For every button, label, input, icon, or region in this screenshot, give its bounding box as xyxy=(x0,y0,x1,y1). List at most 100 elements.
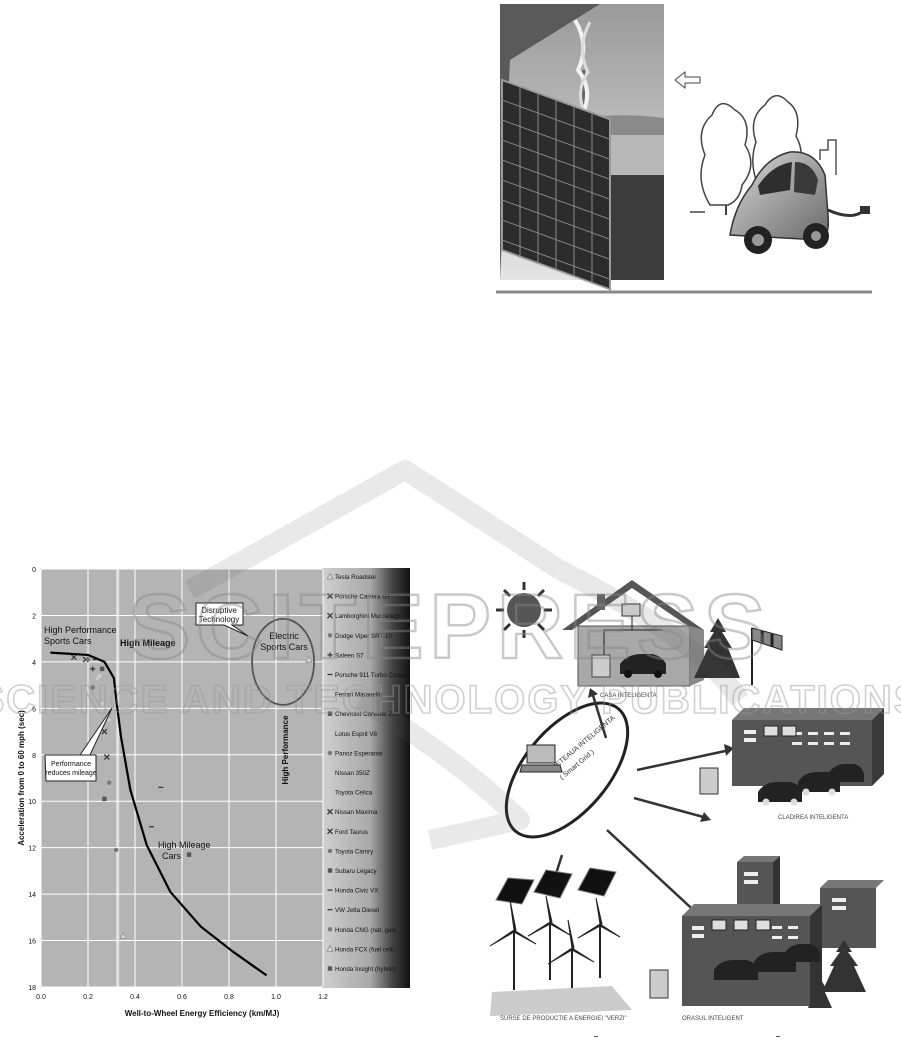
smart-grid-network: RETEAUA INTELIGENTA ( Smart Grid ) xyxy=(504,701,630,839)
smart-city-icon xyxy=(649,856,884,1008)
data-point xyxy=(106,780,112,785)
data-point xyxy=(102,796,107,802)
legend-label: Saleen S7 xyxy=(335,652,364,659)
data-point xyxy=(70,654,77,661)
annotation-high-mileage-cars-line2: Cars xyxy=(162,851,182,861)
x-tick-label: 1.0 xyxy=(271,994,281,1001)
annotation-high-perf-line2: Sports Cars xyxy=(44,636,92,646)
solar-panels-icon xyxy=(495,867,617,905)
y-tick-label: 16 xyxy=(28,939,36,946)
legend-label: VW Jetta Diesel xyxy=(335,907,379,914)
data-point xyxy=(97,674,102,678)
data-point xyxy=(100,701,104,706)
legend-marker xyxy=(327,848,333,854)
performance-callout xyxy=(44,754,97,782)
y-tick-label: 12 xyxy=(28,846,36,853)
legend-marker xyxy=(327,593,333,600)
data-point xyxy=(305,655,313,663)
legend-marker xyxy=(327,633,333,638)
x-tick-label: 0.0 xyxy=(36,994,46,1001)
legend-marker xyxy=(327,612,333,619)
legend-marker xyxy=(327,711,333,716)
annotation-disruptive-line1: Disruptive xyxy=(201,606,237,615)
annotation-disruptive-line2: Technology xyxy=(199,615,239,624)
legend-label: Ford Taurus xyxy=(335,829,368,836)
smart-building-icon xyxy=(699,708,884,806)
annotation-performance-line1: Performance xyxy=(51,761,91,768)
data-point xyxy=(85,657,91,662)
legend-marker xyxy=(327,652,333,658)
data-point xyxy=(90,685,95,690)
data-point xyxy=(99,666,105,672)
legend-label: Tesla Roadster xyxy=(335,574,376,581)
annotation-high-performance-vertical: High Performance xyxy=(281,715,290,784)
electric-cars-ellipse xyxy=(251,617,315,706)
data-point xyxy=(103,754,110,761)
legend-marker xyxy=(327,868,333,873)
y-axis-label: Acceleration from 0 to 60 mph (sec) xyxy=(17,710,26,846)
legend-label: Ferrari Maranello xyxy=(335,692,383,699)
legend-label: Subaru Legacy xyxy=(335,868,378,875)
legend-marker xyxy=(327,828,333,835)
x-tick-label: 1.2 xyxy=(318,994,328,1001)
x-tick-label: 0.6 xyxy=(177,994,187,1001)
legend-label: Panoz Esperante xyxy=(335,750,383,757)
footnote-mark-1 xyxy=(594,1036,598,1037)
y-tick-label: 18 xyxy=(28,985,36,992)
smart-house-icon xyxy=(562,580,704,687)
legend-marker xyxy=(326,944,334,952)
legend-label: Chevrolet Corvette Z06 xyxy=(335,711,400,718)
legend-marker xyxy=(328,790,332,794)
legend-marker xyxy=(327,808,333,815)
data-point xyxy=(186,852,192,857)
trend-curve xyxy=(50,651,268,977)
legend-label: Honda FCX (fuel cell) xyxy=(335,946,394,953)
sun-icon xyxy=(496,582,552,638)
y-tick-label: 6 xyxy=(32,706,36,713)
y-tick-label: 10 xyxy=(28,799,36,806)
legend-marker xyxy=(328,731,332,736)
y-tick-label: 8 xyxy=(32,753,36,760)
performance-callout-pointer xyxy=(79,707,113,756)
surse-label: SURSE DE PRODUCTIE A ENERGIEI "VERZI" xyxy=(500,1016,627,1022)
legend-marker xyxy=(327,750,333,756)
data-point xyxy=(95,676,100,680)
data-point xyxy=(90,666,96,672)
data-point xyxy=(107,718,111,722)
cladirea-label: CLADIREA INTELIGENTA xyxy=(778,815,848,821)
y-tick-label: 4 xyxy=(32,660,36,667)
data-point xyxy=(119,931,128,939)
smart-grid-diagram: CASA INTELIGENTA RETEAUA INTELIGENTA ( S… xyxy=(482,560,892,1030)
windsock-icon xyxy=(751,627,783,685)
legend-marker xyxy=(327,966,333,971)
annotation-electric-line1: Electric xyxy=(269,631,299,641)
data-point xyxy=(114,847,119,853)
legend-marker xyxy=(328,770,332,775)
legend-label: Honda Insight (hybrid) xyxy=(335,966,396,973)
annotation-electric-line2: Sports Cars xyxy=(260,642,308,652)
legend-label: Lotus Esprit V8 xyxy=(335,731,378,738)
y-tick-label: 14 xyxy=(28,892,36,899)
legend-label: Honda CNG (nat. gas) xyxy=(335,927,397,934)
x-tick-label: 0.8 xyxy=(224,994,234,1001)
annotation-high-mileage-cars-line1: High Mileage xyxy=(158,840,211,850)
legend-box xyxy=(322,568,410,988)
disruptive-callout xyxy=(195,602,249,637)
y-tick-label: 2 xyxy=(32,613,36,620)
annotation-high-perf-line1: High Performance xyxy=(44,625,117,635)
laptop-icon xyxy=(519,744,563,773)
x-tick-label: 0.4 xyxy=(130,994,140,1001)
data-point xyxy=(101,728,108,735)
solar-ev-illustration xyxy=(490,0,880,300)
wind-farm-icon xyxy=(489,895,632,1016)
tree-icon xyxy=(694,618,740,678)
legend-marker xyxy=(326,572,334,580)
annotation-high-mileage: High Mileage xyxy=(120,638,176,648)
legend-label: Porsche 911 Turbo Coupe xyxy=(335,672,407,679)
y-tick-label: 0 xyxy=(32,567,36,574)
legend-marker xyxy=(328,692,332,696)
annotation-performance-line2: reduces mileage xyxy=(45,770,96,777)
x-tick-label: 0.2 xyxy=(83,994,93,1001)
legend-label: Honda Civic VX xyxy=(335,888,378,895)
